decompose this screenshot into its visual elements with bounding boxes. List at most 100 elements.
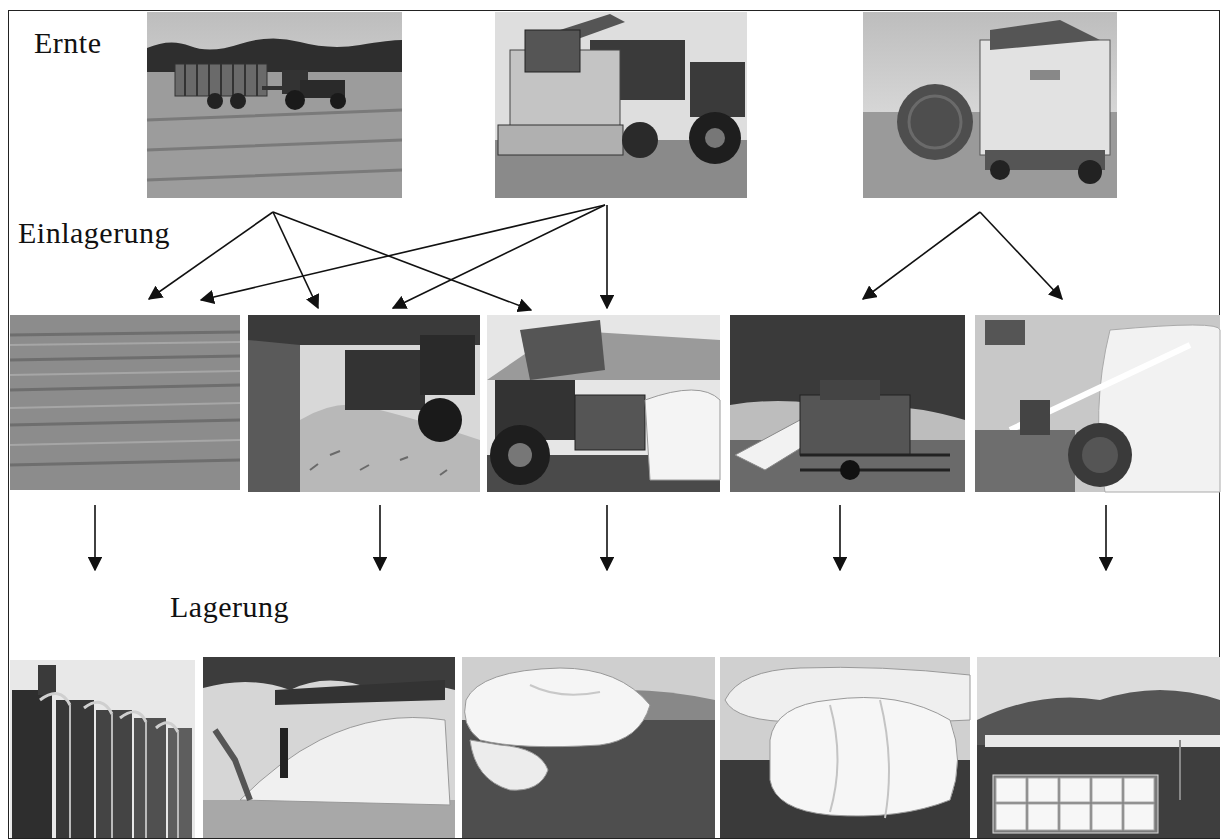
photo-bag-filling bbox=[487, 315, 720, 492]
photo-bunker-silo-part bbox=[215, 730, 250, 800]
flow-arrows-part bbox=[839, 505, 841, 570]
photo-forage-harvester bbox=[495, 12, 747, 198]
photo-wrapped-bales-part-part bbox=[1092, 778, 1122, 802]
photo-forage-harvester-part bbox=[525, 30, 580, 72]
frame bbox=[9, 11, 1220, 839]
photo-bunker-filling-part bbox=[345, 350, 425, 410]
photo-wrapped-bales-part-part bbox=[1028, 804, 1058, 830]
flow-arrows-part bbox=[863, 212, 980, 299]
photo-bag-filling-part bbox=[490, 425, 550, 485]
photo-bunker-filling-part bbox=[420, 335, 475, 395]
photo-round-baler-part bbox=[909, 96, 961, 148]
photo-round-baler-part bbox=[990, 160, 1010, 180]
photo-wrapped-bales-part-part bbox=[1124, 804, 1154, 830]
flow-arrows-part bbox=[273, 212, 531, 310]
flow-arrows-part bbox=[980, 212, 1062, 299]
photo-forage-harvester-part bbox=[705, 128, 725, 148]
photo-silage-bag-part bbox=[470, 740, 548, 790]
photo-loader-wagon bbox=[147, 12, 402, 198]
photo-wrapped-bales bbox=[977, 657, 1220, 838]
photo-wrapped-bales-part bbox=[985, 735, 1220, 747]
photo-wrapped-bales-part-part bbox=[1124, 778, 1154, 802]
photo-bag-filling-part bbox=[508, 443, 532, 467]
photo-tower-silos-part bbox=[12, 690, 52, 838]
photo-loader-wagon-part bbox=[185, 64, 257, 96]
flow-arrows-part bbox=[1105, 505, 1107, 570]
photo-wrapped-bales-part-part bbox=[1028, 778, 1058, 802]
photo-wrapped-bales-part-part bbox=[996, 778, 1026, 802]
photo-bunker-silo-part bbox=[275, 680, 445, 705]
photo-tower-silos-part bbox=[70, 705, 178, 838]
photo-round-baler-part bbox=[1078, 160, 1102, 184]
photo-tube-bags bbox=[720, 657, 970, 838]
photo-tower-silos-part bbox=[38, 665, 56, 695]
photo-loader-wagon-part bbox=[175, 64, 267, 96]
photo-tower-silos-part bbox=[96, 710, 132, 838]
photo-bale-wrapping-part bbox=[975, 315, 1220, 492]
photo-tower-silos-part bbox=[56, 700, 94, 838]
photo-bunker-filling-part bbox=[418, 398, 462, 442]
photo-tube-bagging-part bbox=[840, 460, 860, 480]
photo-forage-harvester-part bbox=[690, 62, 745, 117]
photo-field-part bbox=[10, 332, 240, 465]
photo-wrapped-bales-part bbox=[996, 778, 1154, 830]
photo-bunker-silo bbox=[203, 657, 455, 838]
flow-arrows-part bbox=[393, 205, 605, 308]
photo-wrapped-bales-part bbox=[977, 657, 1220, 838]
stage-label: Lagerung bbox=[170, 590, 289, 623]
photo-loader-wagon-part bbox=[285, 90, 305, 110]
photo-bunker-silo-part bbox=[240, 718, 450, 806]
photo-tower-silos bbox=[10, 660, 195, 838]
photo-forage-harvester-part bbox=[622, 122, 658, 158]
photo-tower-silos-part bbox=[168, 728, 192, 838]
flow-arrows-part bbox=[94, 505, 96, 570]
photo-loader-wagon-part bbox=[147, 12, 402, 198]
photo-bunker-silo-part bbox=[203, 800, 455, 838]
photo-bunker-filling-part bbox=[248, 315, 480, 492]
photo-tube-bagging bbox=[730, 315, 965, 492]
flow-arrows bbox=[95, 205, 1106, 570]
photo-field bbox=[10, 315, 240, 490]
photo-round-baler-part bbox=[990, 20, 1100, 50]
flow-arrows-part bbox=[379, 505, 381, 570]
photo-tube-bags-part bbox=[720, 657, 970, 838]
photo-tube-bagging-part bbox=[730, 315, 965, 492]
photo-forage-harvester-part bbox=[689, 112, 741, 164]
photo-silage-bag-part bbox=[530, 685, 600, 695]
stage-label: Ernte bbox=[34, 26, 101, 59]
photo-bunker-filling bbox=[248, 315, 480, 492]
photo-tower-silos-part bbox=[10, 660, 195, 838]
photo-wrapped-bales-part-part bbox=[1092, 804, 1122, 830]
flow-arrows-part bbox=[201, 205, 605, 300]
photo-loader-wagon-part bbox=[207, 93, 223, 109]
photo-tube-bagging-part bbox=[800, 395, 910, 455]
photo-bale-wrapping-part bbox=[1020, 400, 1050, 435]
photo-round-baler-part bbox=[980, 40, 1110, 155]
photo-round-baler-part bbox=[1030, 70, 1060, 80]
photo-bale-wrapping-part bbox=[1082, 437, 1118, 473]
photo-bag-filling-part bbox=[575, 395, 645, 450]
photo-bag-filling-part bbox=[487, 315, 720, 492]
photo-field-part bbox=[10, 342, 240, 445]
photo-wrapped-bales-part-part bbox=[1060, 804, 1090, 830]
flow-arrows-part bbox=[606, 505, 608, 570]
photo-bag-filling-part bbox=[645, 390, 720, 480]
photo-bale-wrapping bbox=[975, 315, 1220, 492]
photo-wrapped-bales-part bbox=[977, 745, 1220, 838]
photo-bale-wrapping-part bbox=[1068, 423, 1132, 487]
photo-field-part bbox=[10, 315, 240, 490]
photo-loader-wagon-part bbox=[262, 86, 282, 90]
photo-wrapped-bales-part bbox=[993, 775, 1158, 833]
photo-tower-silos-part bbox=[40, 694, 178, 732]
photo-bunker-filling-part bbox=[248, 340, 300, 492]
stage-label: Einlagerung bbox=[18, 216, 170, 249]
photo-round-baler-part bbox=[897, 84, 973, 160]
photo-loader-wagon-part bbox=[147, 110, 402, 180]
photo-tube-bagging-part bbox=[800, 455, 950, 470]
photo-forage-harvester-part bbox=[498, 125, 623, 155]
flow-arrows-part bbox=[606, 205, 608, 308]
photo-silage-bag bbox=[462, 657, 715, 838]
photo-wrapped-bales-part-part bbox=[996, 804, 1026, 830]
